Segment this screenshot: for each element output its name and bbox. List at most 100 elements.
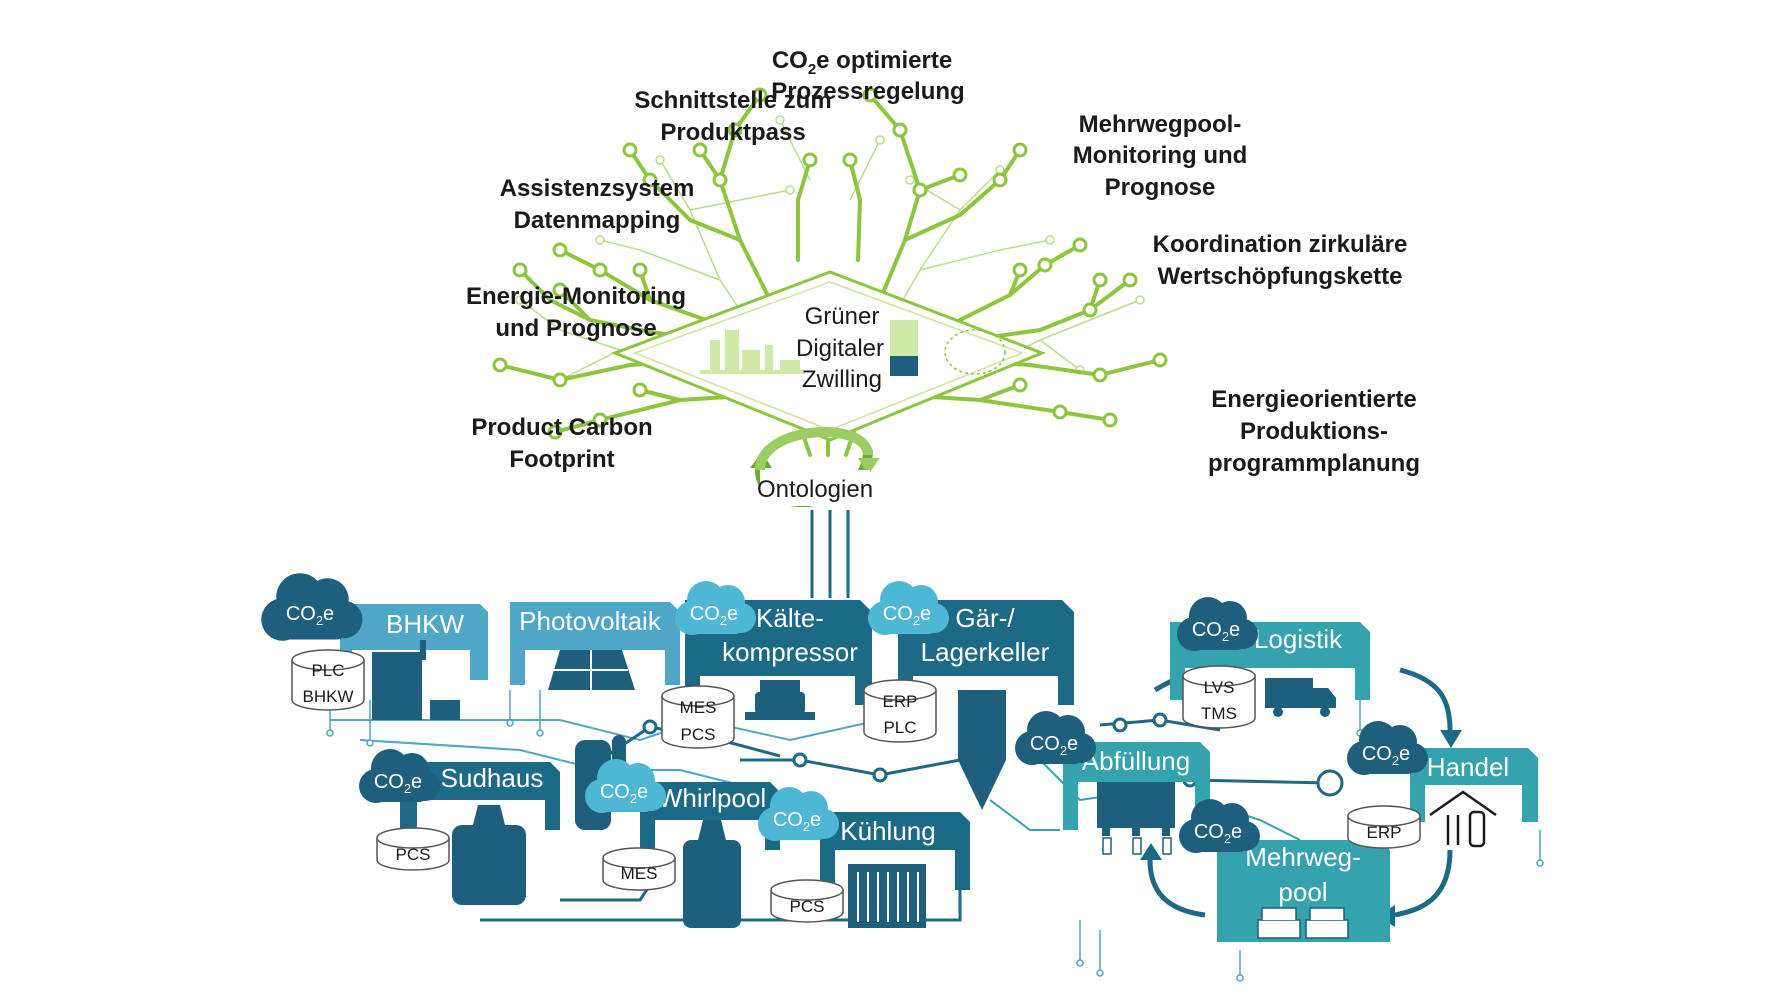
unit-label-mehrweg-2: pool (1278, 877, 1327, 907)
co2-label: CO2e (600, 781, 648, 806)
center-label-line1: Grüner (805, 303, 880, 330)
unit-abfuellung: Abfüllung (1063, 742, 1210, 855)
label-wertschoepfungskette: Wertschöpfungskette (1158, 263, 1403, 290)
label-assistenzsystem: Assistenzsystem (500, 175, 695, 202)
co2-labels: CO2e CO2e CO2e CO2e CO2e CO2e CO2e CO2e … (286, 603, 1410, 846)
unit-label-abfuellung: Abfüllung (1082, 746, 1190, 776)
arrow-up-icon (1140, 843, 1162, 860)
unit-label-kaelte-1: Kälte- (756, 603, 824, 633)
whirlpool-tank-icon (683, 820, 741, 928)
digital-twin-diamond: Grüner Digitaler Zwilling (610, 270, 1047, 442)
label-produktpass: Produktpass (660, 119, 805, 146)
unit-whirlpool: Whirlpool (640, 782, 780, 928)
tank-icon (958, 690, 1006, 810)
filling-machine-icon (1097, 782, 1175, 836)
co2-label: CO2e (690, 603, 738, 628)
application-labels: CO2e optimierte Prozessregelung Schnitts… (466, 47, 1420, 477)
label-prozessregelung: Prozessregelung (771, 78, 964, 105)
tree-nodes-thin (515, 115, 1145, 385)
label-energieorientierte: Energieorientierte (1211, 386, 1416, 413)
db-label-lvs: LVS (1204, 678, 1235, 697)
db-label-mes-whirlpool: MES (621, 864, 658, 883)
db-erp-handel: ERP (1347, 805, 1421, 849)
db-label-bhkw: BHKW (303, 687, 354, 706)
data-links-down (810, 510, 850, 598)
label-und-prognose: und Prognose (495, 315, 656, 342)
unit-sudhaus: Sudhaus (400, 762, 560, 905)
truck-icon (1265, 678, 1336, 717)
label-energie-monitoring: Energie-Monitoring (466, 283, 686, 310)
circuit-nodes (642, 712, 1344, 797)
label-programmplanung: programmplanung (1208, 450, 1420, 477)
ontologien-label: Ontologien (757, 476, 873, 503)
unit-label-handel: Handel (1427, 752, 1509, 782)
co2-label: CO2e (1362, 743, 1410, 768)
label-product-carbon: Product Carbon (471, 414, 652, 441)
db-mes-whirlpool: MES (602, 847, 676, 891)
unit-label-logistik: Logistik (1254, 624, 1343, 654)
co2-label: CO2e (883, 603, 931, 628)
db-erp-plc: ERP PLC (863, 679, 937, 743)
db-label-pcs-kuehlung: PCS (790, 897, 825, 916)
center-label-line3: Zwilling (802, 366, 882, 393)
factory-icon (700, 330, 805, 374)
unit-label-kaelte-2: kompressor (722, 637, 858, 667)
crates-icon (1257, 907, 1349, 939)
unit-kuehlung: Kühlung (820, 812, 970, 928)
db-label-erp-handel: ERP (1367, 823, 1402, 842)
co2-label: CO2e (374, 771, 422, 796)
label-mehrwegpool-monitoring-1: Mehrwegpool- (1079, 111, 1242, 138)
label-footprint: Footprint (509, 446, 614, 473)
compressor-icon (745, 680, 815, 720)
unit-label-sudhaus: Sudhaus (441, 763, 544, 793)
tree-nodes-main (492, 87, 1168, 440)
arrow-head-icon (858, 458, 880, 475)
db-lvs-tms: LVS TMS (1182, 665, 1256, 729)
unit-label-gaer-1: Gär-/ (955, 603, 1015, 633)
unit-label-whirlpool: Whirlpool (658, 783, 766, 813)
unit-mehrwegpool: Mehrweg- pool (1217, 840, 1390, 942)
label-produktions: Produktions- (1240, 418, 1388, 445)
db-mes-pcs: MES PCS (661, 685, 735, 749)
db-label-erp: ERP (883, 692, 918, 711)
circular-chain-icon (944, 329, 1006, 375)
label-koordination: Koordination zirkuläre (1153, 231, 1408, 258)
label-mehrwegpool-monitoring-2: Monitoring und (1073, 142, 1248, 169)
db-pcs-kuehlung: PCS (770, 879, 844, 923)
co2-label: CO2e (286, 603, 334, 628)
label-datenmapping: Datenmapping (514, 207, 681, 234)
db-label-tms: TMS (1201, 704, 1237, 723)
co2-label: CO2e (1192, 619, 1240, 644)
db-pcs-sudhaus: PCS (376, 827, 450, 871)
unit-label-gaer-2: Lagerkeller (921, 637, 1050, 667)
db-plc-bhkw: PLC BHKW (291, 649, 365, 711)
arrow-down-icon (1440, 730, 1462, 748)
unit-photovoltaik: Photovoltaik (510, 602, 680, 690)
co2-label: CO2e (1194, 821, 1242, 846)
label-schnittstelle: Schnittstelle zum (634, 87, 831, 114)
bottle-icon (1102, 837, 1172, 855)
unit-label-photovoltaik: Photovoltaik (519, 606, 662, 636)
brew-kettle-icon (452, 805, 526, 905)
co2-label: CO2e (773, 809, 821, 834)
db-label-pcs-sudhaus: PCS (396, 845, 431, 864)
retail-icon (1429, 790, 1497, 848)
unit-label-kuehlung: Kühlung (840, 816, 935, 846)
db-label-pcs: PCS (681, 725, 716, 744)
unit-kaeltekompressor: Kälte- kompressor (685, 600, 872, 720)
center-label-line2: Digitaler (796, 335, 884, 362)
unit-label-mehrweg-1: Mehrweg- (1245, 842, 1361, 872)
label-co2-optimierte: CO2e optimierte (772, 47, 952, 78)
db-label-plc: PLC (311, 661, 344, 680)
unit-bhkw: BHKW (340, 604, 488, 720)
label-mehrwegpool-monitoring-3: Prognose (1105, 174, 1216, 201)
silo-icon (890, 320, 918, 376)
unit-label-bhkw: BHKW (386, 609, 464, 639)
co2-label: CO2e (1030, 733, 1078, 758)
cooling-unit-icon (848, 864, 926, 928)
databases: PLC BHKW MES PCS ERP PLC LVS TMS PCS (291, 649, 1421, 923)
db-label-mes: MES (680, 698, 717, 717)
unit-handel: Handel (1410, 748, 1538, 848)
db-label-plc-2: PLC (883, 718, 916, 737)
ontology-cycle-arrows: Ontologien (750, 427, 880, 507)
